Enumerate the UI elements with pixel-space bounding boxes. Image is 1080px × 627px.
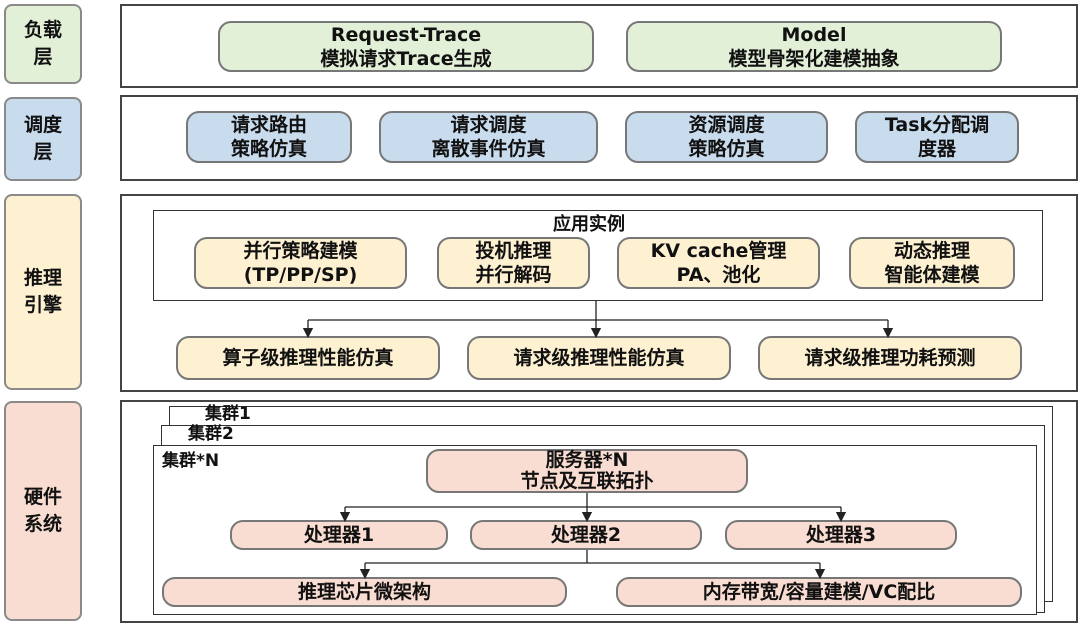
inference-chip-box: 推理芯片微架构 bbox=[162, 577, 567, 607]
kv-cache-box: KV cache管理 PA、池化 bbox=[617, 237, 820, 289]
parallel-strategy-box: 并行策略建模 (TP/PP/SP) bbox=[194, 237, 407, 289]
operator-sim-box: 算子级推理性能仿真 bbox=[176, 336, 440, 380]
request-power-box: 请求级推理功耗预测 bbox=[758, 336, 1022, 380]
cluster-1-label: 集群1 bbox=[205, 404, 251, 424]
memory-bandwidth-box: 内存带宽/容量建模/VC配比 bbox=[616, 577, 1022, 607]
request-routing-box: 请求路由 策略仿真 bbox=[186, 111, 352, 163]
resource-scheduling-box: 资源调度 策略仿真 bbox=[625, 111, 828, 163]
server-box: 服务器*N 节点及互联拓扑 bbox=[426, 449, 748, 493]
cluster-n-label: 集群*N bbox=[162, 451, 220, 471]
layer-label-scheduling: 调度 层 bbox=[4, 97, 82, 181]
layer-label-workload: 负载 层 bbox=[4, 4, 82, 84]
processor-2-box: 处理器2 bbox=[470, 520, 702, 550]
request-trace-box: Request-Trace 模拟请求Trace生成 bbox=[218, 21, 594, 72]
processor-3-box: 处理器3 bbox=[725, 520, 957, 550]
task-scheduler-box: Task分配调 度器 bbox=[855, 111, 1019, 163]
dynamic-inference-box: 动态推理 智能体建模 bbox=[849, 237, 1015, 289]
speculative-decoding-box: 投机推理 并行解码 bbox=[437, 237, 590, 289]
request-sim-box: 请求级推理性能仿真 bbox=[467, 336, 731, 380]
model-box: Model 模型骨架化建模抽象 bbox=[626, 21, 1002, 72]
cluster-2-label: 集群2 bbox=[188, 424, 234, 444]
processor-1-box: 处理器1 bbox=[230, 520, 448, 550]
layer-label-hardware: 硬件 系统 bbox=[4, 401, 82, 621]
app-instance-title: 应用实例 bbox=[553, 214, 625, 235]
layer-label-inference: 推理 引擎 bbox=[4, 194, 82, 390]
request-scheduling-box: 请求调度 离散事件仿真 bbox=[379, 111, 598, 163]
